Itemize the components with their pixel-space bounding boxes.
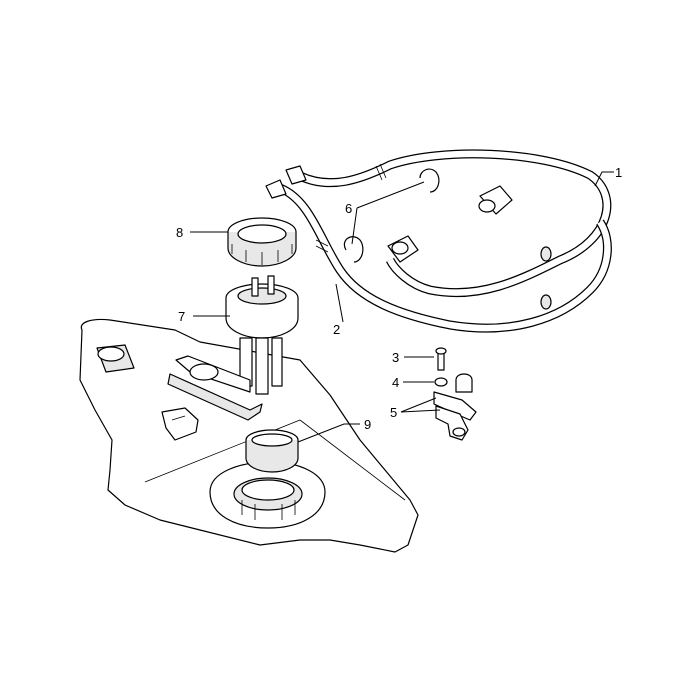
parts-1-2-fuel-hoses [265,149,612,333]
part-9-seal-ring [245,429,299,473]
tank-filler-neck [96,344,135,373]
tank-bracket [161,407,199,441]
callout-7: 7 [178,309,185,324]
callout-1: 1 [615,165,622,180]
callout-3: 3 [392,350,399,365]
pump-mounting-flange [209,461,326,529]
leader-lines [190,171,614,443]
callout-9: 9 [364,417,371,432]
callout-5: 5 [390,405,397,420]
part-6-hose-clips [343,168,440,263]
callout-8: 8 [176,225,183,240]
part-7-fuel-pump [167,275,299,421]
callout-6: 6 [345,201,352,216]
callout-labels: 1 2 3 4 5 6 7 8 9 [176,165,622,432]
callout-4: 4 [392,375,399,390]
parts-3-4-5-fasteners [433,347,477,441]
part-8-lock-ring [227,217,297,267]
callout-2: 2 [333,322,340,337]
